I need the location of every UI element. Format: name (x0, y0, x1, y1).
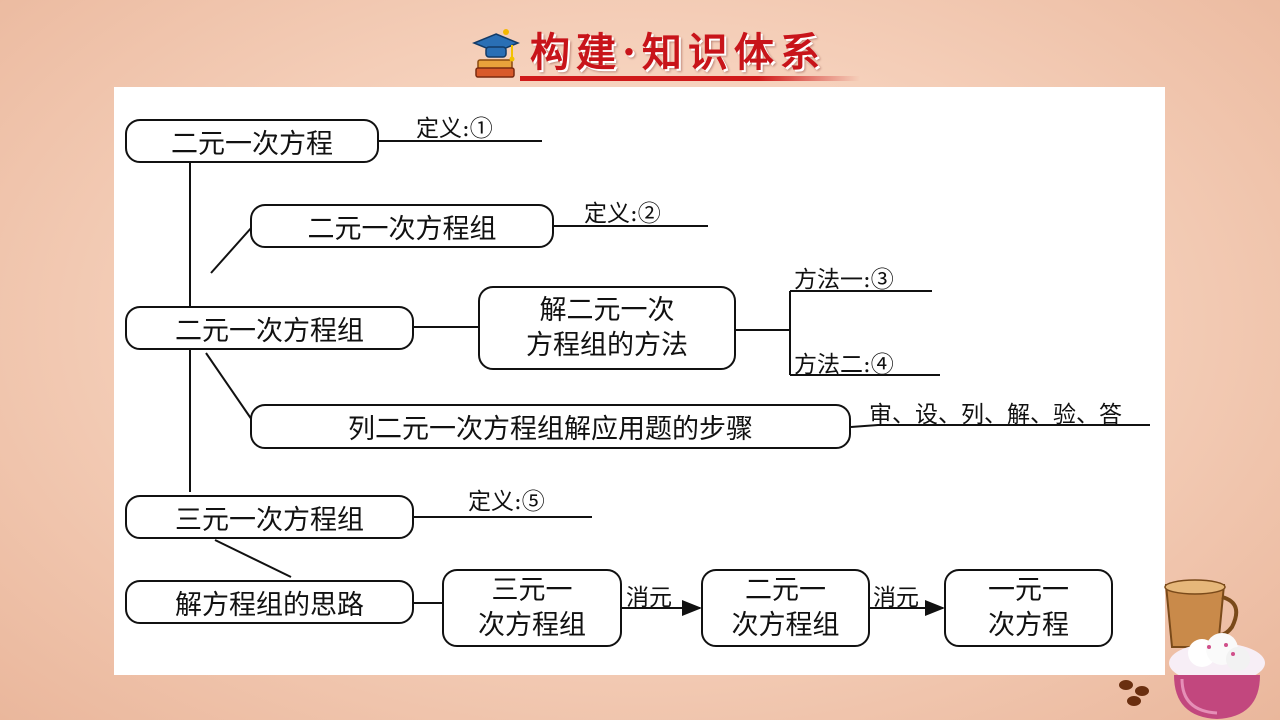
flow-one-line2: 次方程 (988, 610, 1069, 641)
flow-three-line2: 次方程组 (478, 610, 586, 641)
node-system-top: 二元一次方程组 (250, 204, 554, 248)
label-def1: 定义:① (416, 116, 493, 142)
flow-three-var: 三元一 次方程组 (442, 569, 622, 647)
node-linear-equation: 二元一次方程 (125, 119, 379, 163)
node-system-main: 二元一次方程组 (125, 306, 414, 350)
node-word-problem-steps: 列二元一次方程组解应用题的步骤 (250, 404, 851, 449)
branch-line-steps (205, 352, 253, 421)
page-title: 构建·知识体系 (530, 29, 826, 76)
label-steps: 审、设、列、解、验、答 (869, 402, 1122, 428)
flow-one-var: 一元一 次方程 (944, 569, 1113, 647)
branch-line-system (210, 226, 253, 274)
flow-two-line2: 次方程组 (731, 610, 840, 641)
coffee-cup-decoration (1119, 579, 1265, 719)
label-method2: 方法二:④ (794, 352, 894, 378)
node-solve-methods: 解二元一次 方程组的方法 (478, 286, 736, 370)
diagram-panel: 二元一次方程 定义:① 二元一次方程组 定义:② 二元一次方程组 解二元一次 方… (114, 87, 1165, 675)
flow-one-line1: 一元一 (988, 575, 1069, 606)
connector-lines (189, 140, 1150, 616)
label-elim-1: 消元 (626, 585, 672, 611)
flow-three-line1: 三元一 (491, 575, 573, 606)
branch-line-idea (214, 539, 292, 578)
node-three-var-system: 三元一次方程组 (125, 495, 414, 539)
title-underline (520, 76, 860, 81)
label-elim-2: 消元 (873, 585, 919, 611)
solve-methods-line2: 方程组的方法 (526, 330, 688, 361)
label-def2: 定义:② (584, 201, 661, 227)
flow-two-var: 二元一 次方程组 (701, 569, 870, 647)
label-def5: 定义:⑤ (468, 489, 545, 515)
flow-two-line1: 二元一 (745, 575, 826, 606)
header: 构建·知识体系 (470, 14, 870, 84)
steps-line (850, 424, 1150, 428)
label-method1: 方法一:③ (794, 267, 894, 293)
solve-methods-line1: 解二元一次 (539, 295, 675, 326)
graduation-cap-book-icon (472, 29, 520, 78)
node-solving-idea: 解方程组的思路 (125, 580, 414, 624)
